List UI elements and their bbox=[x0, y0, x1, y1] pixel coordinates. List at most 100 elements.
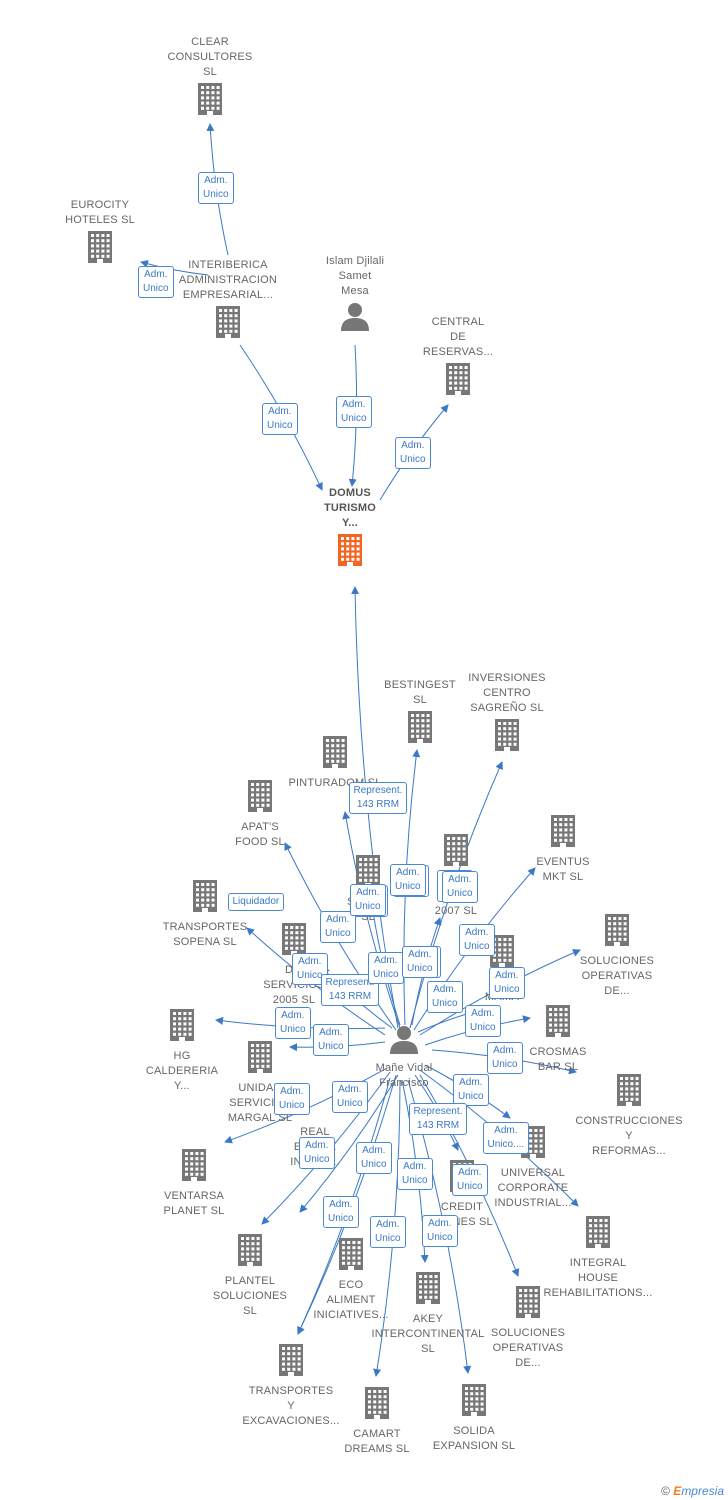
person-icon bbox=[344, 1024, 464, 1059]
building-icon bbox=[308, 854, 428, 893]
node-soluciones1[interactable]: SOLUCIONES OPERATIVAS DE... bbox=[557, 913, 677, 999]
relation-badge[interactable]: Adm. Unico bbox=[459, 924, 495, 956]
node-apats[interactable]: APAT'S FOOD SL bbox=[200, 779, 320, 850]
relation-badge[interactable]: Adm. Unico bbox=[402, 946, 438, 978]
node-ventarsa[interactable]: VENTARSA PLANET SL bbox=[134, 1148, 254, 1219]
relation-badge[interactable]: Adm. Unico bbox=[299, 1137, 335, 1169]
edge-mane-to-pinturadom bbox=[342, 811, 401, 1029]
node-transportes_sopena[interactable]: TRANSPORTES SOPENA SL bbox=[145, 879, 265, 950]
node-label: ECO ALIMENT INICIATIVES... bbox=[313, 1279, 389, 1321]
relation-badge[interactable]: Adm. Unico bbox=[422, 1215, 458, 1247]
node-plantel[interactable]: PLANTEL SOLUCIONES SL bbox=[190, 1233, 310, 1319]
building-icon bbox=[200, 1040, 320, 1079]
node-label: EUROCITY HOTELES SL bbox=[65, 199, 135, 226]
node-label: CLEAR CONSULTORES SL bbox=[167, 36, 253, 78]
node-integral[interactable]: INTEGRAL HOUSE REHABILITATIONS... bbox=[538, 1215, 658, 1301]
relation-badge[interactable]: Adm. Unico bbox=[427, 981, 463, 1013]
node-label: CROSMAS BAR SL bbox=[529, 1046, 587, 1073]
building-icon bbox=[234, 922, 354, 961]
node-central[interactable]: CENTRAL DE RESERVAS... bbox=[398, 315, 518, 401]
relation-badge[interactable]: Adm. Unico bbox=[370, 1216, 406, 1248]
edge-interiberica-to-eurocity bbox=[140, 260, 209, 276]
relation-badge[interactable]: Adm. Unico bbox=[323, 1196, 359, 1228]
node-construcciones[interactable]: CONSTRUCCIONES Y REFORMAS... bbox=[569, 1073, 689, 1159]
node-inversiones[interactable]: INVERSIONES CENTRO SAGREÑO SL bbox=[447, 671, 567, 757]
building-icon bbox=[134, 1148, 254, 1187]
node-label: HG CALDERERIA Y... bbox=[145, 1050, 219, 1092]
building-icon bbox=[396, 833, 516, 872]
node-crosmas[interactable]: CROSMAS BAR SL bbox=[498, 1004, 618, 1075]
relation-badge[interactable]: Adm. Unico bbox=[350, 884, 386, 916]
node-label: CENTRAL DE RESERVAS... bbox=[422, 316, 494, 358]
relation-badge[interactable]: Adm. Unico.... bbox=[482, 1122, 530, 1154]
brand-logo[interactable]: Empresia bbox=[673, 1484, 724, 1498]
node-eco[interactable]: ECO ALIMENT INICIATIVES... bbox=[291, 1237, 411, 1323]
node-camart[interactable]: CAMART DREAMS SL bbox=[317, 1386, 437, 1457]
relation-badge[interactable]: Adm. Unico bbox=[198, 172, 234, 204]
relation-badge[interactable]: Adm. Unico bbox=[262, 403, 298, 435]
relation-badge[interactable]: Adm. Unico bbox=[453, 1074, 489, 1106]
node-label: TRANSPORTES Y EXCAVACIONES... bbox=[242, 1385, 340, 1427]
relation-badge[interactable]: Adm. Unico bbox=[397, 1158, 433, 1190]
node-universal[interactable]: UNIVERSAL CORPORATE INDUSTRIAL... bbox=[473, 1125, 593, 1211]
relation-badge[interactable]: Adm. Unico bbox=[356, 1142, 392, 1174]
relation-badge[interactable]: Adm. Unico bbox=[320, 911, 356, 943]
node-soluciones2[interactable]: SOLUCIONES OPERATIVAS DE... bbox=[468, 1285, 588, 1371]
building-icon bbox=[557, 913, 677, 952]
building-icon bbox=[569, 1073, 689, 1112]
relation-badge[interactable]: Adm. Unico bbox=[465, 1005, 501, 1037]
node-islam[interactable]: Islam Djilali Samet Mesa bbox=[295, 254, 415, 336]
node-solida[interactable]: SOLIDA EXPANSION SL bbox=[414, 1383, 534, 1454]
relation-badge[interactable]: Adm. Unico bbox=[336, 396, 372, 428]
node-label: DOMUS TURISMO Y... bbox=[323, 487, 377, 529]
relation-badge[interactable]: Adm. Unico bbox=[395, 437, 431, 469]
node-label: SOLUCIONES OPERATIVAS DE... bbox=[490, 1327, 566, 1369]
relation-badge[interactable]: Adm. Unico bbox=[487, 1042, 523, 1074]
node-bestingest[interactable]: BESTINGEST SL bbox=[360, 678, 480, 749]
building-icon bbox=[275, 735, 395, 774]
node-eventus[interactable]: EVENTUS MKT SL bbox=[503, 814, 623, 885]
relation-badge[interactable]: Adm. Unico bbox=[390, 864, 426, 896]
relation-badge[interactable]: Adm. Unico bbox=[292, 953, 328, 985]
relation-badge[interactable]: Adm. Unico bbox=[442, 871, 478, 903]
node-label: CAMART DREAMS SL bbox=[344, 1428, 410, 1455]
relation-badge[interactable]: Adm. Unico bbox=[275, 1007, 311, 1039]
node-domus[interactable]: DOMUS TURISMO Y... bbox=[290, 486, 410, 572]
building-icon bbox=[145, 879, 265, 918]
relation-badge[interactable]: Liquidador bbox=[227, 893, 285, 911]
node-label: UNIVERSAL CORPORATE INDUSTRIAL... bbox=[494, 1167, 572, 1209]
footer-credit: © Empresia bbox=[661, 1484, 724, 1498]
node-transportes_exc[interactable]: TRANSPORTES Y EXCAVACIONES... bbox=[231, 1343, 351, 1429]
building-icon bbox=[414, 1383, 534, 1422]
building-icon bbox=[200, 779, 320, 818]
relation-badge[interactable]: Represent. 143 RRM bbox=[348, 782, 408, 814]
relation-badge[interactable]: Adm. Unico bbox=[332, 1081, 368, 1113]
person-icon bbox=[295, 301, 415, 336]
node-label: EVENTUS MKT SL bbox=[536, 856, 590, 883]
relation-badge[interactable]: Adm. Unico bbox=[138, 266, 174, 298]
edge-mane-to-plantel bbox=[299, 1074, 399, 1213]
relation-badge[interactable]: Adm. Unico bbox=[452, 1164, 488, 1196]
relation-badge[interactable]: Adm. Unico bbox=[489, 967, 525, 999]
node-clear[interactable]: CLEAR CONSULTORES SL bbox=[150, 35, 270, 121]
building-icon bbox=[398, 362, 518, 401]
building-icon bbox=[40, 230, 160, 269]
node-label: CREDIT PLANES SL bbox=[431, 1201, 493, 1228]
node-interiberica[interactable]: INTERIBERICA ADMINISTRACION EMPRESARIAL.… bbox=[168, 258, 288, 344]
node-label: PLANTEL SOLUCIONES SL bbox=[212, 1275, 288, 1317]
node-akey[interactable]: AKEY INTERCONTINENTAL SL bbox=[368, 1271, 488, 1357]
relation-badge[interactable]: Adm. Unico bbox=[368, 952, 404, 984]
relation-badge[interactable]: Adm. Unico bbox=[274, 1083, 310, 1115]
node-eurocity[interactable]: EUROCITY HOTELES SL bbox=[40, 198, 160, 269]
relation-badge[interactable]: Adm. Unico bbox=[313, 1024, 349, 1056]
building-icon bbox=[468, 1285, 588, 1324]
relation-badge[interactable]: Represent. 143 RRM bbox=[320, 974, 380, 1006]
relation-badge[interactable]: Represent. 143 RRM bbox=[408, 1103, 468, 1135]
node-mane[interactable]: Mañe Vidal Francisco bbox=[344, 1024, 464, 1091]
building-icon bbox=[122, 1008, 242, 1047]
node-label: INTERIBERICA ADMINISTRACION EMPRESARIAL.… bbox=[178, 259, 278, 301]
node-label: CONSTRUCCIONES Y REFORMAS... bbox=[575, 1115, 683, 1157]
node-hg[interactable]: HG CALDERERIA Y... bbox=[122, 1008, 242, 1094]
node-label: Islam Djilali Samet Mesa bbox=[325, 255, 385, 297]
